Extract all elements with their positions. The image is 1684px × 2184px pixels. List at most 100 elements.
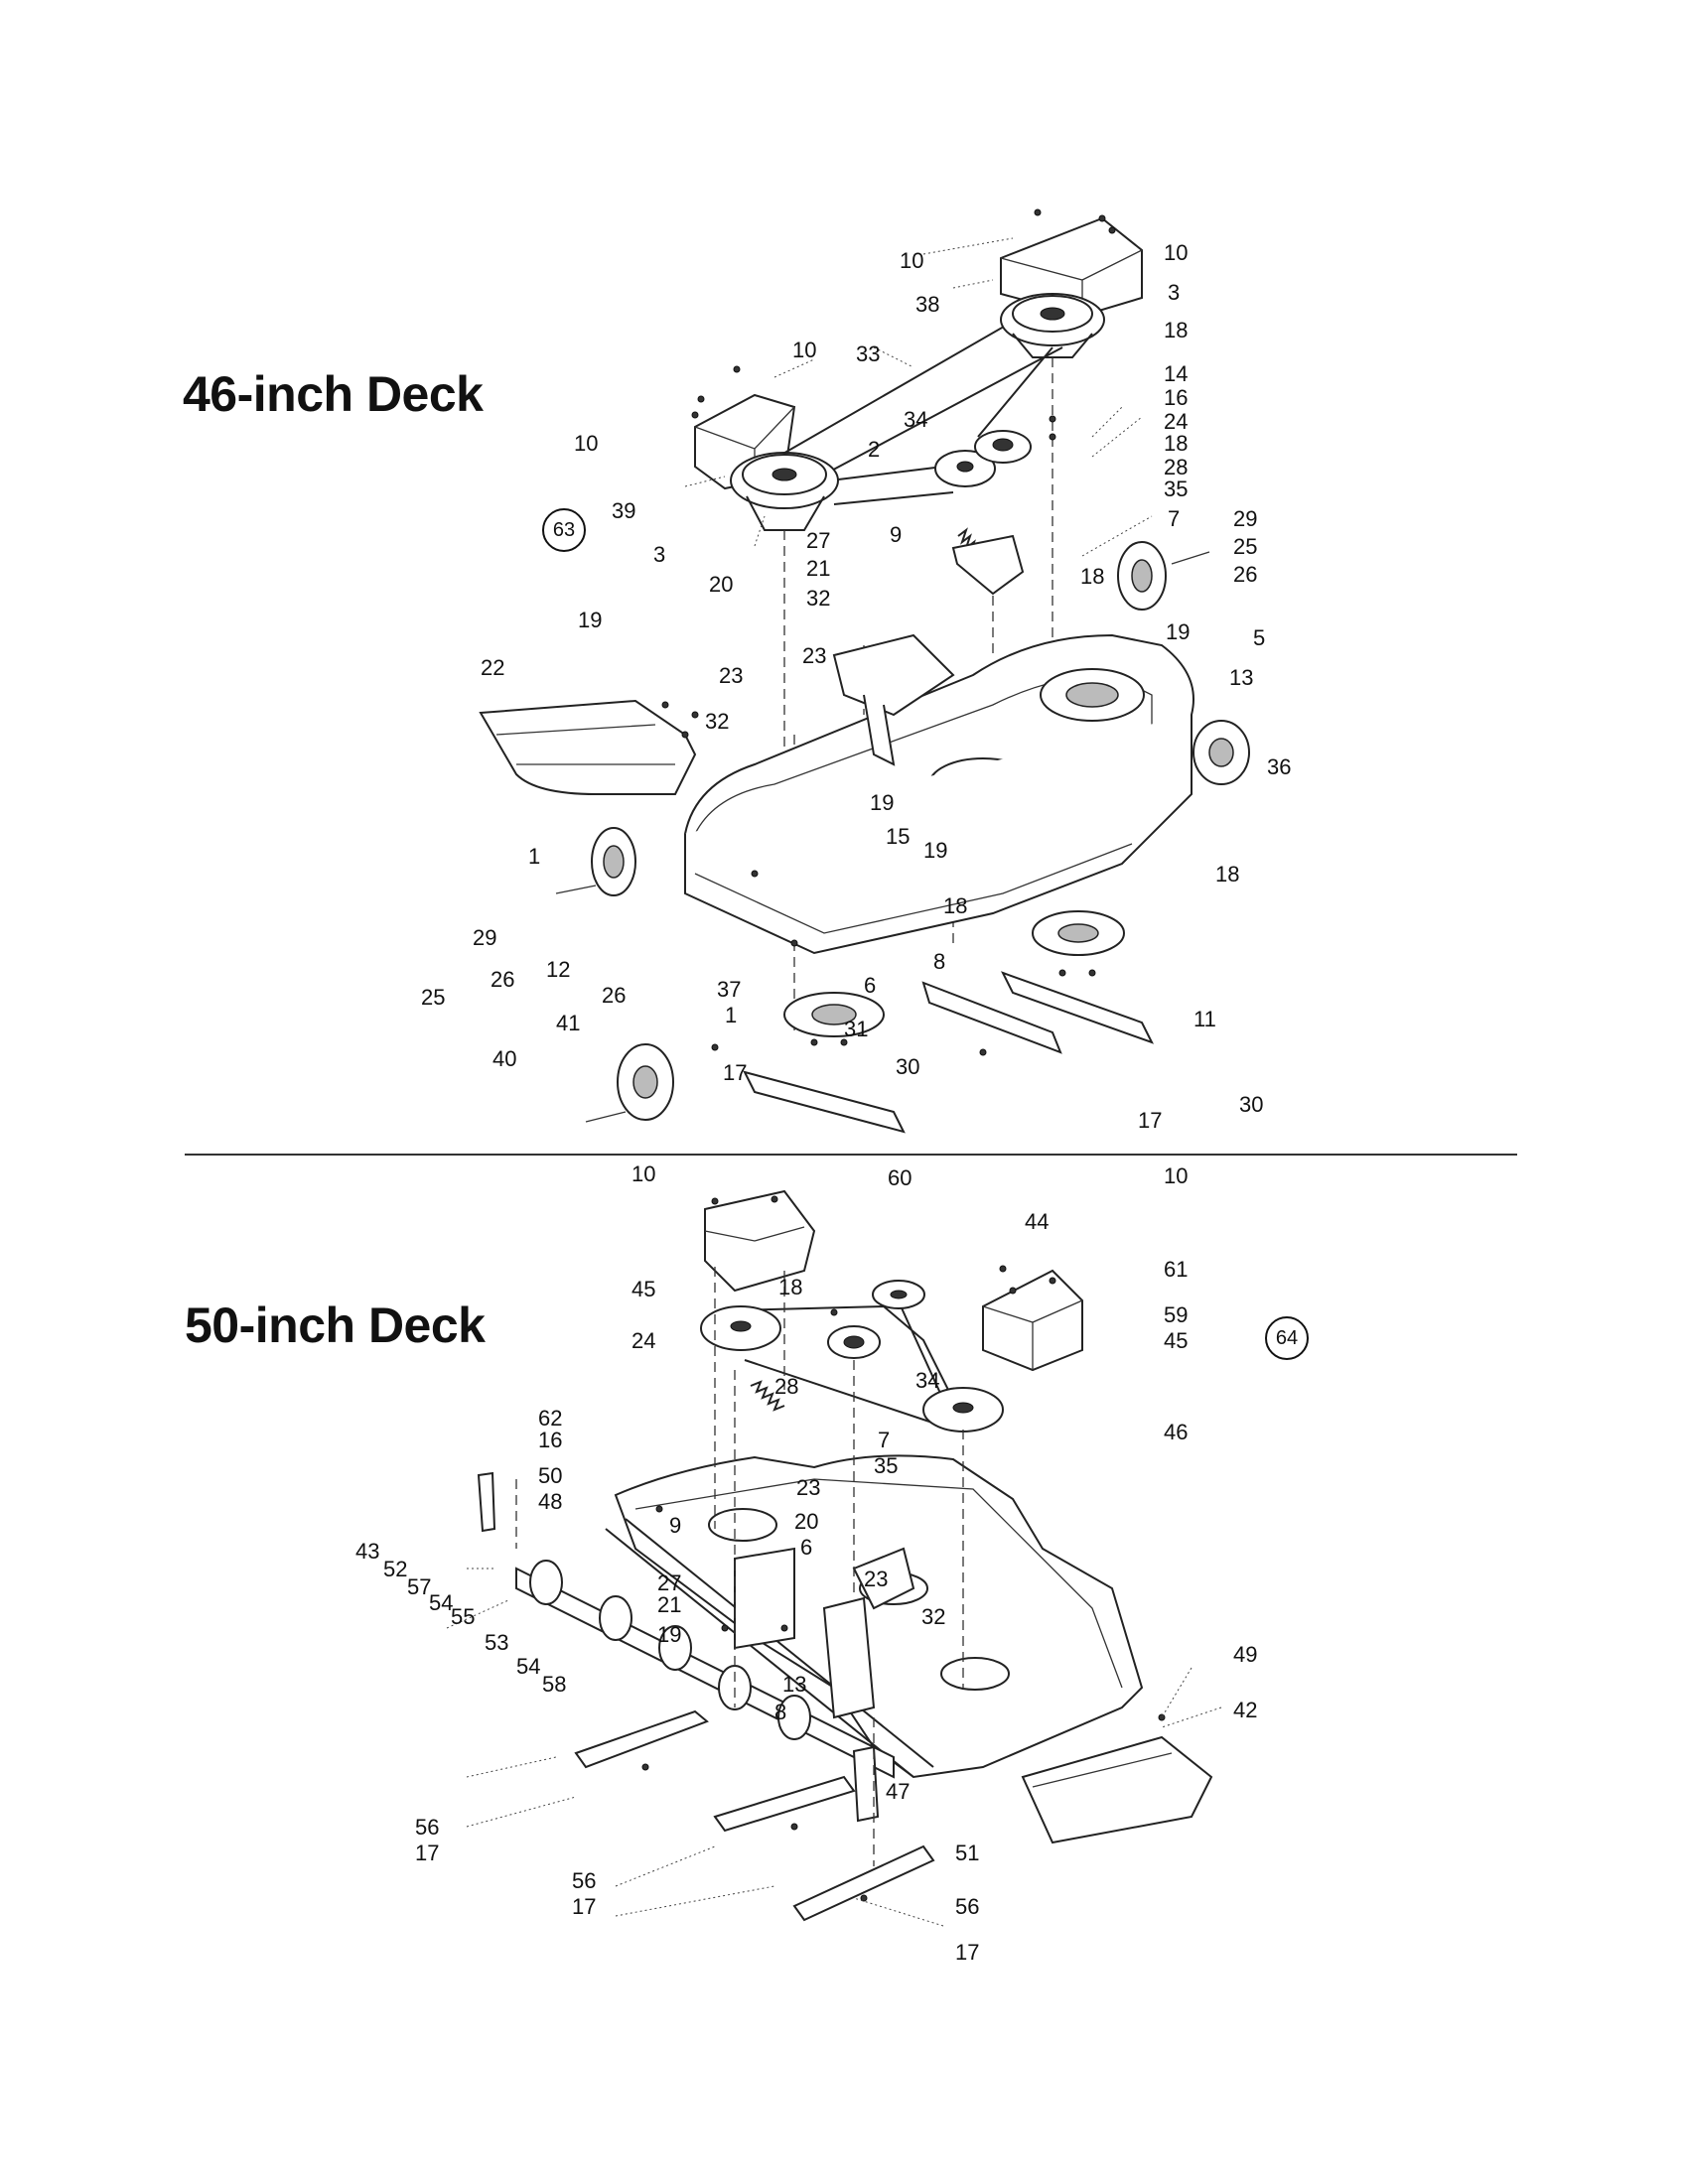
callout-label: 27 [806, 528, 831, 553]
callout-label: 32 [806, 586, 831, 611]
callout-label: 50 [538, 1463, 563, 1488]
callout-label: 51 [955, 1841, 980, 1865]
callout-label: 41 [556, 1011, 581, 1035]
callout-label: 10 [574, 431, 599, 456]
callout-label: 45 [632, 1277, 656, 1301]
callout-label: 46 [1164, 1420, 1189, 1444]
callout-label: 54 [516, 1654, 541, 1679]
callout-label: 3 [1168, 280, 1181, 305]
callout-label: 17 [723, 1060, 748, 1085]
callout-label: 56 [955, 1894, 980, 1919]
callout-label: 40 [492, 1046, 517, 1071]
pulley-50-right [922, 1387, 1004, 1433]
pulley-50-top [872, 1280, 925, 1309]
callout-label: 23 [796, 1475, 821, 1500]
callout-label: 56 [572, 1868, 597, 1893]
callout-label: 30 [1239, 1092, 1264, 1117]
callout-label: 18 [1164, 318, 1189, 342]
callout-label: 12 [546, 957, 571, 982]
callout-label: 17 [415, 1841, 440, 1865]
callout-label: 5 [1253, 625, 1266, 650]
callout-label: 23 [802, 643, 827, 668]
callout-label: 20 [794, 1509, 819, 1534]
callout-label: 19 [657, 1622, 682, 1647]
callout-label: 22 [481, 655, 505, 680]
callout-label: 32 [921, 1604, 946, 1629]
callout-label: 15 [886, 824, 911, 849]
callout-label: 1 [725, 1003, 738, 1027]
callout-label: 6 [864, 973, 877, 998]
callout-label: 61 [1164, 1257, 1189, 1282]
callout-label: 13 [1229, 665, 1254, 690]
callout-label: 10 [792, 338, 817, 362]
blade-50-c [792, 1844, 935, 1922]
callout-label: 17 [955, 1940, 980, 1965]
callout-label: 26 [491, 967, 515, 992]
callout-label: 21 [806, 556, 831, 581]
callout-label: 48 [538, 1489, 563, 1514]
deck-50-drawing [446, 1189, 1222, 1927]
callout-label: 26 [1233, 562, 1258, 587]
pulley-50-left [700, 1305, 781, 1351]
belt-shield-50-left [704, 1189, 816, 1293]
pulley-50-idler [827, 1325, 881, 1359]
callout-label: 6 [800, 1535, 813, 1560]
callout-label: 28 [774, 1374, 799, 1399]
callout-label: 28 [1164, 455, 1189, 479]
callout-label: 9 [669, 1513, 682, 1538]
callout-label: 24 [1164, 409, 1189, 434]
callout-label: 20 [709, 572, 734, 597]
anti-scalp-roller-bar [515, 1560, 895, 1779]
callout-label: 37 [717, 977, 742, 1002]
gauge-wheel-rr [1117, 541, 1210, 611]
callout-label: 54 [429, 1590, 454, 1615]
gauge-wheel-fl [585, 1043, 674, 1123]
callout-label: 7 [1168, 506, 1181, 531]
callout-label: 19 [578, 608, 603, 632]
deck-50-title: 50-inch Deck [185, 1297, 486, 1353]
callout-label: 32 [705, 709, 730, 734]
callout-label: 58 [542, 1672, 567, 1697]
callout-label: 45 [1164, 1328, 1189, 1353]
callout-label: 62 [538, 1406, 563, 1431]
spindle-pulley-left [730, 452, 839, 531]
callout-label: 33 [856, 341, 881, 366]
callout-label: 60 [888, 1165, 912, 1190]
callout-label: 18 [943, 893, 968, 918]
callout-label: 29 [473, 925, 497, 950]
blade-46-b [921, 981, 1062, 1054]
callout-label: 34 [904, 407, 928, 432]
callout-label: 8 [774, 1700, 787, 1724]
callout-label: 56 [415, 1815, 440, 1840]
callout-label: 39 [612, 498, 636, 523]
ref-badge-64: 64 [1265, 1316, 1309, 1360]
blade-46-a [743, 1070, 906, 1134]
gauge-wheel-fr [1193, 720, 1250, 785]
callout-label: 44 [1025, 1209, 1050, 1234]
deck-shell-50 [614, 1454, 1144, 1779]
callout-label: 11 [1193, 1007, 1216, 1031]
callout-label: 16 [1164, 385, 1189, 410]
blade-46-c [1000, 971, 1155, 1044]
callout-label: 35 [1164, 477, 1189, 501]
callout-label: 26 [602, 983, 627, 1008]
callout-label: 2 [868, 437, 881, 462]
callout-label: 25 [1233, 534, 1258, 559]
idler-spring-50 [750, 1380, 785, 1412]
spindle-pulley-right [1000, 293, 1105, 358]
callout-label: 52 [383, 1557, 408, 1581]
callout-label: 3 [653, 542, 666, 567]
deck-46-title: 46-inch Deck [183, 366, 484, 422]
callout-label: 10 [900, 248, 924, 273]
idler-pulley-46b [974, 430, 1032, 464]
callout-label: 49 [1233, 1642, 1258, 1667]
gauge-wheel-rl [555, 827, 636, 896]
callout-label: 30 [896, 1054, 920, 1079]
callout-label: 18 [1215, 862, 1240, 887]
callout-label: 10 [632, 1161, 656, 1186]
callout-label: 16 [538, 1428, 563, 1452]
drive-belt-46 [773, 315, 1063, 491]
callout-label: 23 [719, 663, 744, 688]
callout-label: 7 [878, 1428, 891, 1452]
